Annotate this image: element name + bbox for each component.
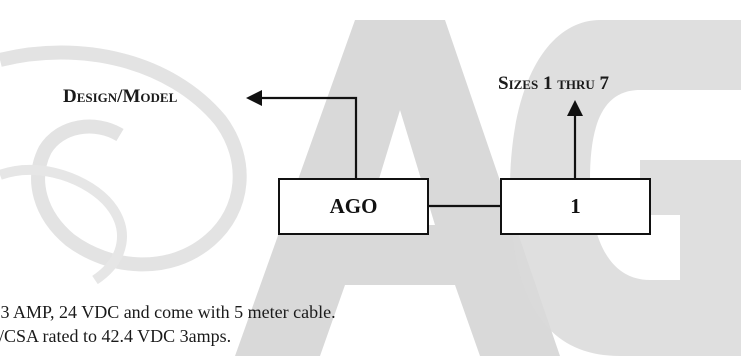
spec-note-1: e 3 AMP, 24 VDC and come with 5 meter ca… [0,302,336,322]
watermark-swirl-2 [0,164,127,285]
design-model-value: AGO [329,194,378,218]
size-value: 1 [570,194,581,218]
watermark-swirl [0,45,247,272]
design-model-box: AGO [278,178,429,235]
sizes-label: Sizes 1 thru 7 [498,73,610,94]
design-connector-line [258,96,358,178]
design-arrowhead-icon [246,90,262,106]
size-box: 1 [500,178,651,235]
spec-note-2: L/CSA rated to 42.4 VDC 3amps. [0,326,232,346]
watermark-letter-g [510,20,741,356]
design-model-label: Design/Model [63,86,178,107]
size-arrowhead-icon [567,100,583,116]
watermark-letter-a [235,20,560,356]
